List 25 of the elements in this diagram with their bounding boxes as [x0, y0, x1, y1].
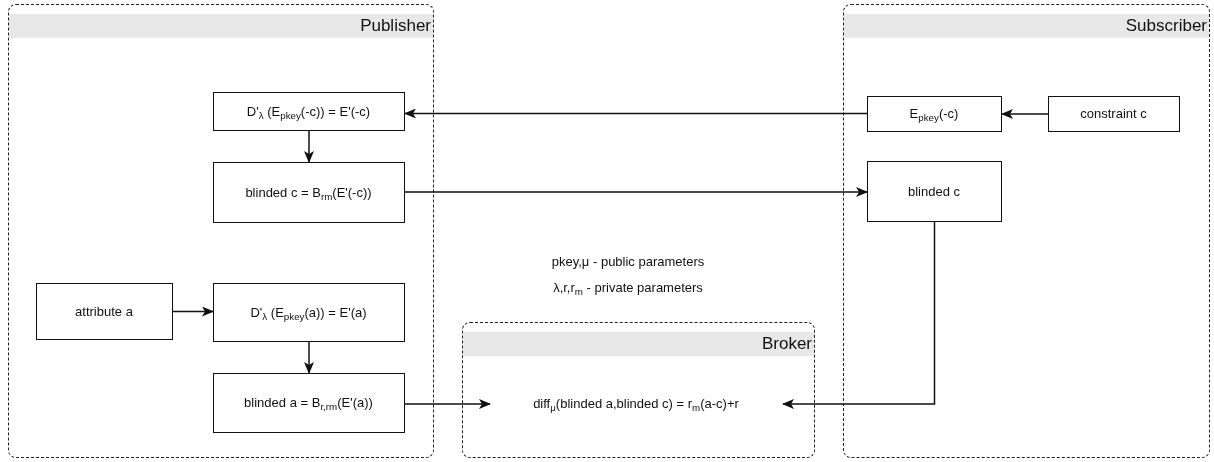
arrow: [172, 306, 214, 317]
group-container: [462, 322, 815, 458]
group-container: [8, 4, 434, 458]
arrow: [1001, 109, 1049, 119]
arrow: [782, 221, 936, 409]
group-title: Subscriber: [1125, 16, 1208, 36]
arrow: [304, 130, 314, 163]
process-box: constraint c: [1047, 95, 1180, 132]
arrow: [304, 341, 314, 374]
group-title: Publisher: [360, 16, 432, 36]
process-box: E$_{pkey}$(-c): [866, 95, 1002, 132]
note-text: λ,r,r$_{m}$ - private parameters: [552, 280, 704, 295]
process-box: D'$_{λ}$ (E$_{pkey}$(a)) = E'(a): [212, 282, 405, 342]
group-title: Broker: [761, 334, 813, 354]
process-box: blinded a = B$_{r,r}$$_{m}$(E'(a)): [212, 372, 405, 433]
arrow: [404, 108, 868, 119]
note-text: pkey,μ - public parameters: [550, 254, 706, 269]
group-container: [843, 4, 1210, 458]
process-box: D'$_{λ}$ (E$_{pkey}$(-c)) = E'(-c): [212, 91, 405, 131]
arrow: [404, 187, 868, 197]
process-box: blinded c = B$_{r}$$_{m}$(E'(-c)): [212, 161, 405, 223]
process-box: attribute a: [35, 282, 173, 340]
arrow: [404, 399, 491, 409]
process-box: blinded c: [866, 160, 1002, 222]
formula-text: diff$_{μ}$(blinded a,blinded c) = r$_{m}$(a-c)+r: [489, 391, 783, 416]
